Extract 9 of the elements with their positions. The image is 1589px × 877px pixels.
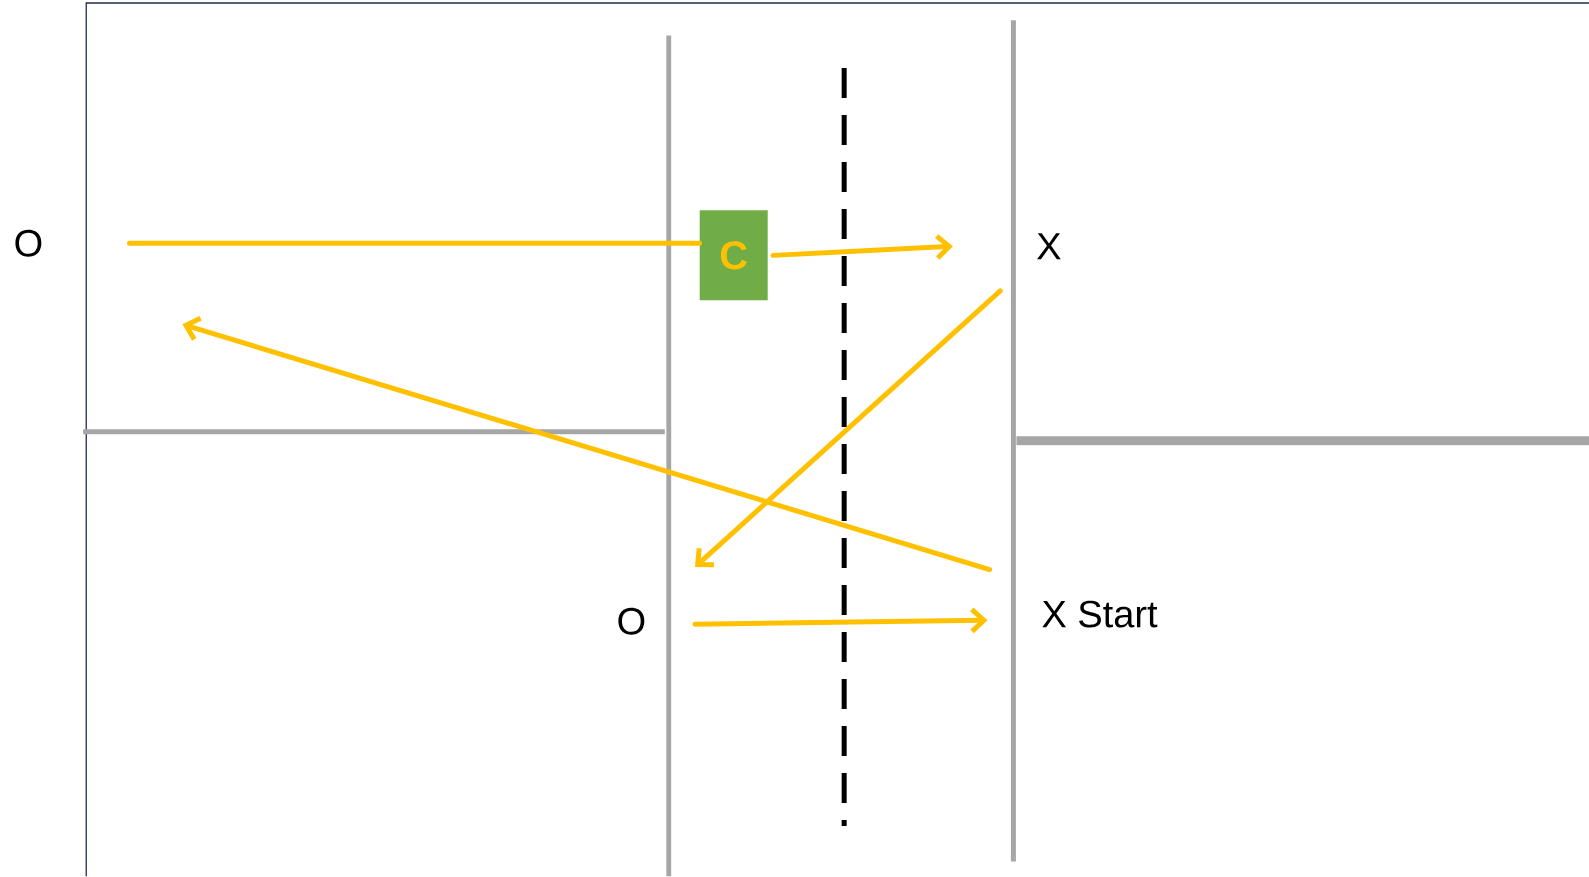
node-label: X Start bbox=[1042, 600, 1158, 628]
process-box: C bbox=[699, 210, 768, 301]
arrow bbox=[770, 234, 953, 260]
node-label: O bbox=[618, 607, 645, 635]
arrow bbox=[182, 316, 993, 573]
node-label: X bbox=[1037, 233, 1061, 260]
arrow bbox=[694, 288, 1003, 568]
arrow bbox=[692, 607, 988, 634]
node-label: O bbox=[15, 229, 42, 257]
